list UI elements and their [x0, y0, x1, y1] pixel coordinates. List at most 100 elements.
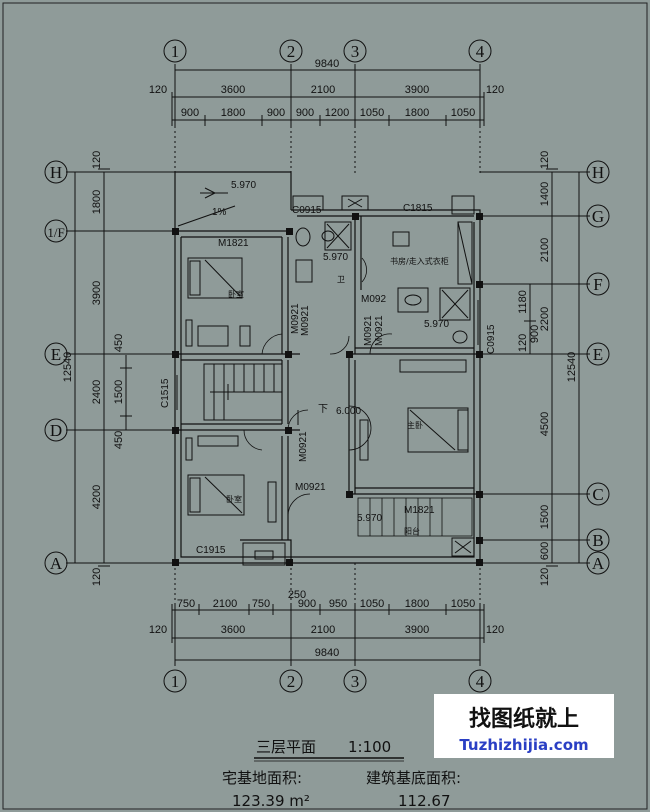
dim-right-7: 120	[539, 568, 551, 586]
axis-right-H: H	[592, 163, 604, 182]
right-dimension-lines	[480, 168, 590, 567]
dim-left-inner-0: 450	[113, 334, 125, 352]
walls	[174, 171, 481, 564]
watermark-url: Tuzhizhijia.com	[459, 736, 588, 754]
door-m0921-c: M0921	[374, 315, 385, 346]
dim-left-5: 120	[91, 568, 103, 586]
watermark-cn: 找图纸就上	[469, 706, 579, 732]
site-area-value: 123.39 m²	[232, 792, 310, 810]
dim-left-4: 4200	[91, 485, 103, 509]
elev-stair: 6.000	[336, 406, 361, 417]
door-m0921-e: M0921	[298, 431, 309, 462]
axis-left-A: A	[50, 554, 63, 573]
dim-top-r3-1: 1800	[221, 107, 245, 119]
bed1-furniture	[185, 257, 251, 347]
elev-bath1: 5.970	[323, 252, 348, 263]
dim-left-3: 2400	[91, 380, 103, 404]
bath2-fixtures	[397, 287, 471, 344]
dim-right-6: 600	[539, 542, 551, 560]
axis-bottom-1: 1	[171, 672, 180, 691]
dim-right-inner-1: 120	[517, 334, 529, 352]
axis-right-G: G	[592, 207, 604, 226]
windows	[176, 195, 479, 566]
dim-left-1: 1800	[91, 190, 103, 214]
dim-right-5: 1500	[539, 505, 551, 529]
window-c1515: C1515	[160, 378, 171, 408]
build-area-value: 112.67	[398, 792, 451, 810]
dim-top-r3-3: 900	[296, 107, 314, 119]
bottom-dimension-lines	[171, 563, 485, 666]
site-area-label: 宅基地面积:	[222, 769, 302, 787]
room-study: 书房/走入式衣柜	[390, 256, 449, 266]
dim-top-r3-4: 1200	[325, 107, 349, 119]
dim-top-r2-0: 120	[149, 84, 167, 96]
axis-left-D: D	[50, 421, 62, 440]
room-master: 主卧	[407, 420, 423, 430]
top-dimension-lines	[171, 64, 485, 175]
dim-bottom-r2-0: 120	[149, 624, 167, 636]
room-balcony: 阳台	[404, 526, 420, 536]
dim-right-inner-2: 900	[529, 325, 541, 343]
build-area-label: 建筑基底面积:	[366, 769, 461, 787]
watermark: 找图纸就上 Tuzhizhijia.com	[434, 694, 614, 758]
axis-right-C: C	[592, 485, 603, 504]
stair-down: 下	[318, 404, 328, 415]
dim-right-4: 4500	[539, 412, 551, 436]
dim-bottom-r2-4: 120	[486, 624, 504, 636]
axis-bottom-3: 3	[351, 672, 360, 691]
dim-bottom-r1-6: 1800	[405, 598, 429, 610]
bath1-fixtures	[295, 221, 352, 283]
axis-right-E: E	[593, 345, 603, 364]
elev-terrace: 5.970	[231, 180, 256, 191]
window-c0915-top: C0915	[292, 205, 322, 216]
columns	[172, 213, 483, 566]
door-m0921-d: M0921	[290, 303, 301, 334]
dim-bottom-total: 9840	[315, 647, 339, 659]
axis-bottom-4: 4	[476, 672, 485, 691]
dim-right-3: 2200	[539, 307, 551, 331]
dim-bottom-r1-5: 1050	[360, 598, 384, 610]
master-furniture	[359, 359, 469, 461]
dim-bottom-r1-4: 950	[329, 598, 347, 610]
axis-left-H: H	[50, 163, 62, 182]
bed2-furniture	[185, 435, 277, 523]
dim-bottom-r1-1: 2100	[213, 598, 237, 610]
axis-right-B: B	[592, 531, 603, 550]
dim-left-0: 120	[91, 151, 103, 169]
dim-top-r2-1: 3600	[221, 84, 245, 96]
dim-top-r2-2: 2100	[311, 84, 335, 96]
elev-bath2: 5.970	[424, 319, 449, 330]
door-m1821-top: M1821	[218, 238, 249, 249]
axis-top-2: 2	[287, 42, 296, 61]
door-m0921-b: M0921	[363, 315, 374, 346]
drawing-title: 三层平面	[256, 738, 316, 756]
dim-left-total: 12540	[62, 352, 74, 383]
right-axis-bubbles: H G F E C B A	[586, 160, 610, 575]
dim-left-inner-1: 1500	[113, 380, 125, 404]
dim-top-total: 9840	[315, 58, 339, 70]
drawing-scale: 1:100	[348, 738, 391, 756]
window-c1815: C1815	[403, 203, 433, 214]
room-bed2: 卧室	[226, 494, 242, 504]
dim-top-r3-5: 1050	[360, 107, 384, 119]
watermark-background	[434, 694, 614, 758]
study-furniture	[392, 221, 473, 285]
window-c0915-right: C0915	[486, 324, 497, 354]
dim-bottom-r1-7: 1050	[451, 598, 475, 610]
balcony-railing	[357, 497, 473, 537]
top-axis-bubbles: 1 2 3 4	[163, 39, 492, 63]
dim-left-inner-2: 450	[113, 431, 125, 449]
dim-top-r3-0: 900	[181, 107, 199, 119]
axis-left-1F: 1/F	[47, 225, 64, 240]
dim-right-total: 12540	[566, 352, 578, 383]
axis-bottom-2: 2	[287, 672, 296, 691]
left-dimension-lines	[66, 168, 175, 567]
door-m0921-f: M0921	[295, 482, 326, 493]
door-m1821-balcony: M1821	[404, 505, 435, 516]
elev-balcony: 5.970	[357, 513, 382, 524]
axis-right-F: F	[593, 275, 602, 294]
dim-top-r2-4: 120	[486, 84, 504, 96]
dim-right-2: 2100	[539, 238, 551, 262]
dim-right-0: 120	[539, 151, 551, 169]
